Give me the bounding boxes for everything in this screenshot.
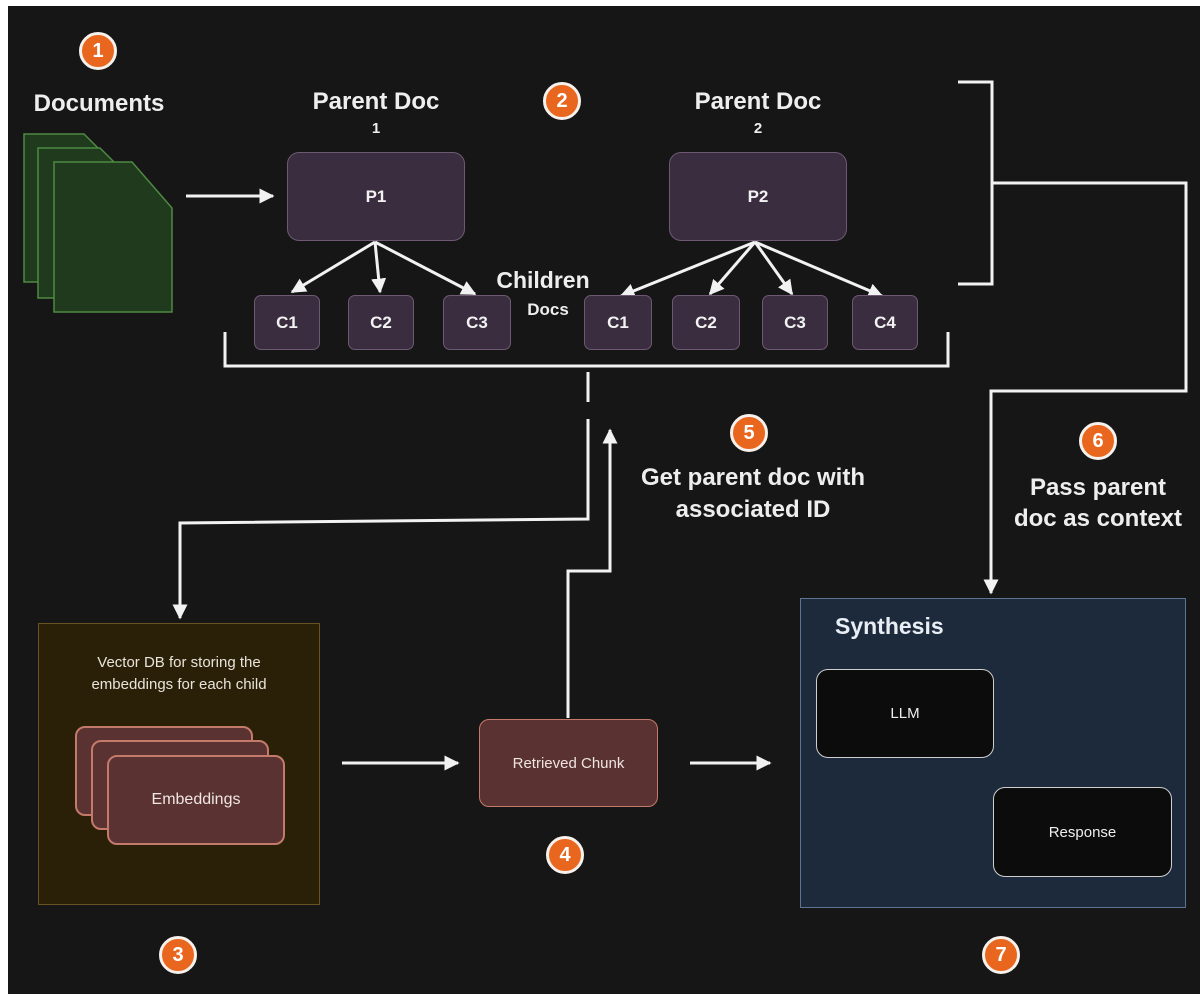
child-node-p1-c3: C3	[443, 295, 511, 350]
parents-bracket	[958, 80, 994, 286]
step-5-text-line1: Get parent doc with	[640, 464, 865, 491]
synthesis-panel: Synthesis LLM Response	[800, 598, 1186, 908]
retrieved-chunk-label: Retrieved Chunk	[512, 754, 625, 772]
child-node-p2-c3: C3	[762, 295, 828, 350]
response-node: Response	[993, 787, 1172, 877]
child-label: C2	[695, 312, 717, 332]
documents-icon	[23, 133, 173, 313]
child-label: C1	[607, 312, 629, 332]
arrow-to-vector-db	[172, 419, 590, 620]
arrow-p2-c2	[708, 241, 757, 296]
child-label: C1	[276, 312, 298, 332]
llm-label: LLM	[890, 705, 920, 722]
step-5-text-line2: associated ID	[675, 496, 831, 523]
child-label: C2	[370, 312, 392, 332]
child-node-p1-c2: C2	[348, 295, 414, 350]
documents-label: Documents	[33, 90, 165, 117]
step-1-badge: 1	[79, 32, 117, 70]
diagram-canvas: 1 Documents 2 Parent Doc 1 P1 Parent Doc…	[8, 6, 1200, 994]
child-node-p2-c4: C4	[852, 295, 918, 350]
retrieved-chunk-node: Retrieved Chunk	[479, 719, 658, 807]
parent-node-p1: P1	[287, 152, 465, 241]
step-4-badge: 4	[546, 836, 584, 874]
vector-db-description: Vector DB for storing the embeddings for…	[39, 652, 319, 696]
vector-db-description-line1: Vector DB for storing the	[97, 654, 261, 671]
parent-node-p1-label: P1	[365, 186, 387, 206]
arrow-p1-c2	[371, 241, 387, 294]
child-node-p1-c1: C1	[254, 295, 320, 350]
parent-node-p2-label: P2	[747, 186, 769, 206]
llm-node: LLM	[816, 669, 994, 758]
vector-db-description-line2: embeddings for each child	[91, 676, 267, 693]
arrow-chunk-to-parent	[566, 428, 618, 718]
vector-db-panel: Vector DB for storing the embeddings for…	[38, 623, 320, 905]
children-docs-label: Docs	[527, 300, 569, 319]
embeddings-label: Embeddings	[151, 791, 241, 808]
arrow-p2-c3	[753, 241, 794, 296]
child-label: C3	[466, 312, 488, 332]
synthesis-title: Synthesis	[835, 613, 944, 639]
step-6-text-line1: Pass parent	[1029, 474, 1167, 501]
parent-doc-1-title: Parent Doc	[312, 88, 440, 115]
step-5-badge: 5	[730, 414, 768, 452]
step-3-badge: 3	[159, 936, 197, 974]
step-6-text-line2: doc as context	[1013, 505, 1183, 532]
connector-lines	[172, 80, 1188, 786]
step-7-badge: 7	[982, 936, 1020, 974]
child-node-p2-c2: C2	[672, 295, 740, 350]
parent-doc-2-title: Parent Doc	[694, 88, 822, 115]
children-bracket	[223, 332, 950, 368]
child-node-p2-c1: C1	[584, 295, 652, 350]
arrow-p1-c3	[374, 240, 477, 296]
arrow-p2-c1	[619, 240, 756, 298]
arrow-to-synthesis	[983, 181, 1188, 595]
children-label: Children	[496, 267, 590, 293]
child-label: C4	[874, 312, 896, 332]
child-label: C3	[784, 312, 806, 332]
arrow-p1-c1	[290, 240, 376, 294]
step-2-badge: 2	[543, 82, 581, 120]
parent-node-p2: P2	[669, 152, 847, 241]
parent-doc-1-number: 1	[371, 120, 381, 137]
parent-doc-2-number: 2	[753, 120, 763, 137]
arrow-p2-c4	[754, 240, 884, 298]
step-6-badge: 6	[1079, 422, 1117, 460]
response-label: Response	[1048, 823, 1117, 841]
embedding-card-front: Embeddings	[107, 755, 285, 845]
